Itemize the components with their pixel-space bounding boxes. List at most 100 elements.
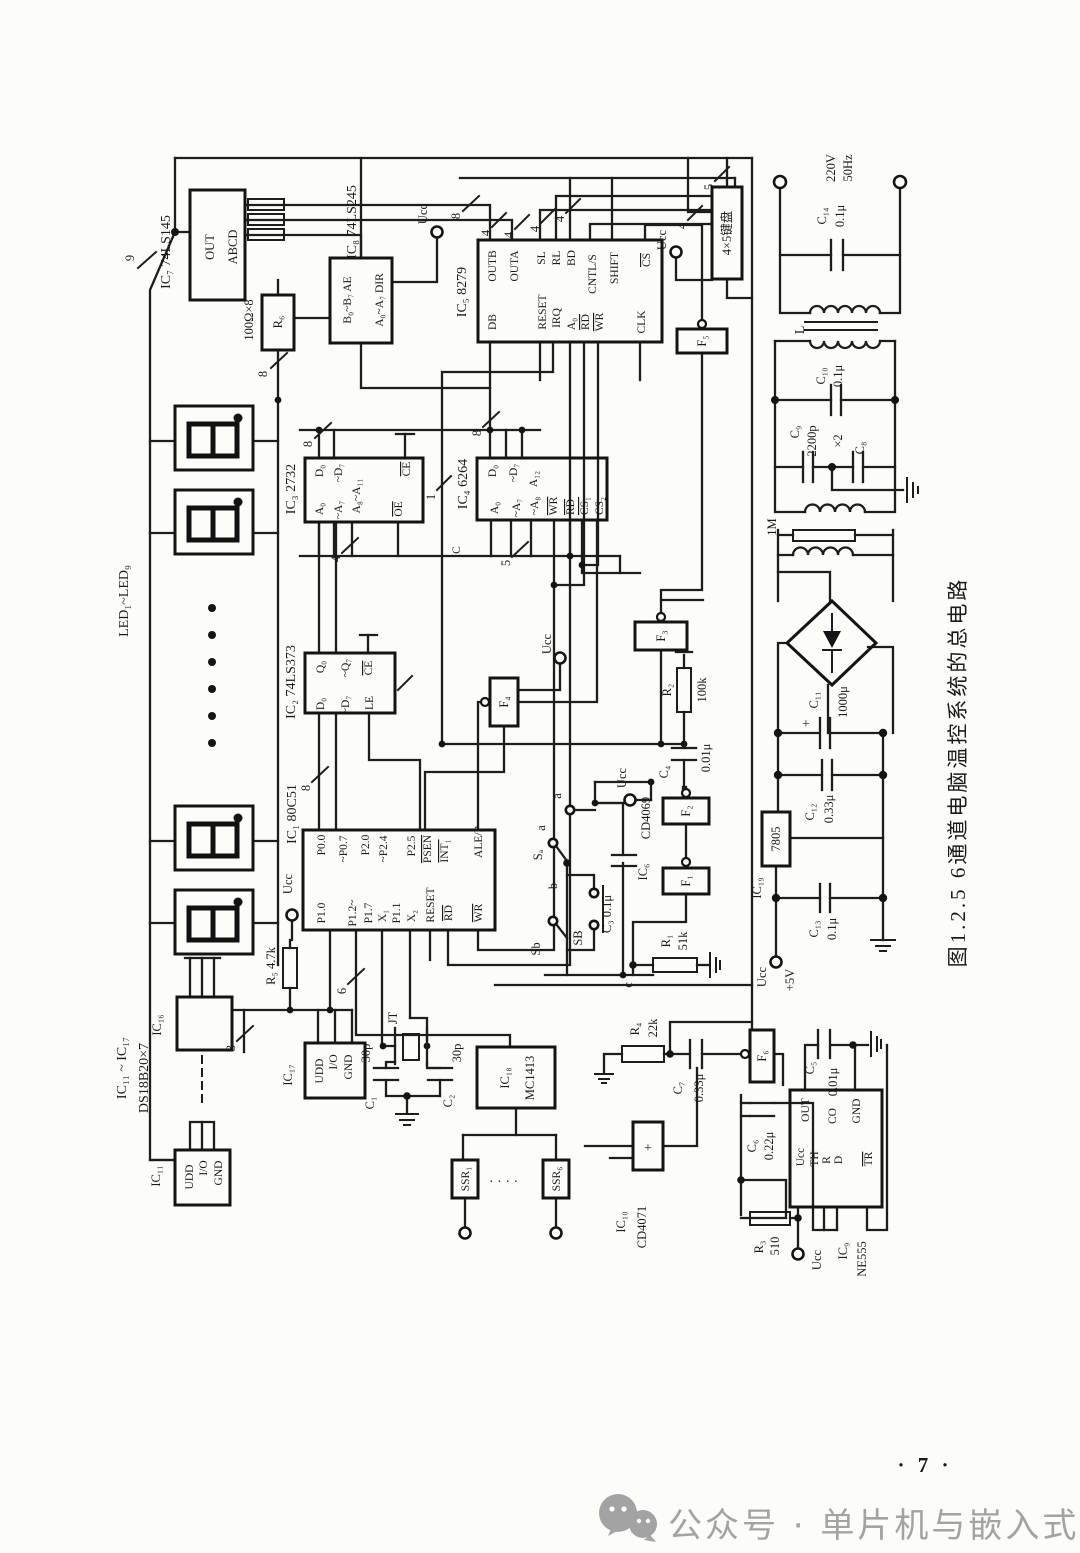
seven-seg-digit (173, 888, 255, 956)
ic5-pin: A₀ (566, 318, 578, 330)
keyboard-4x5: 4×5键盘 Ucc (655, 185, 744, 281)
c5-ref: C₅ (803, 1062, 817, 1075)
ic5-pin: CNTL/S (587, 254, 599, 294)
ucc-label: Ucc (416, 203, 430, 224)
c3-label: C₃ 0.1μ (600, 895, 614, 933)
ic1-pin: ~P0.7 (338, 835, 350, 862)
decimal-dot (233, 813, 243, 823)
r6-ref: R₆ (271, 316, 285, 329)
button-contact[interactable] (588, 887, 600, 899)
r6-network: R₆ 100Ω×8 (242, 293, 296, 352)
ic1-pin-x2: X₂ (406, 910, 418, 922)
ic18-ref: IC₁₈ (498, 1067, 512, 1088)
ic5-pin-rd: RD (580, 314, 592, 330)
ic5-pin: SL (536, 251, 548, 264)
ucc-out-terminal (769, 955, 783, 969)
gate-f2-label: F₂ (679, 805, 693, 816)
watermark-text: 公众号 · 单片机与嵌入式学堂 (668, 1506, 1080, 1546)
wechat-icon (599, 1494, 657, 1542)
ic1-pin: P0.0 (316, 834, 328, 855)
ds18b20-section: IC₁₆ UDD I/O GND IC₁₁ IC₁₁ ~ IC₁₇ DS18B2… (115, 995, 367, 1207)
c4-ref: C₄ (657, 766, 671, 779)
ucc-label: Ucc (281, 873, 295, 894)
gate-f4-label: F₄ (497, 696, 511, 707)
ic2-pin: ~Q₇ (340, 659, 352, 678)
gate-f6: F₆ (739, 1028, 776, 1084)
r5-pullup: R₅ 4.7k (264, 946, 298, 989)
ic9-ref: IC₉ (836, 1243, 850, 1260)
ic1-80c51: IC₁ 80C51 P0.0 ~P0.7 P2.0 ~P2.4 P2.5 PSE… (281, 784, 497, 932)
ic18-body (475, 1045, 557, 1110)
decimal-dot (233, 413, 243, 423)
button-contact[interactable] (588, 919, 600, 931)
ic3-pin-oe: OE (393, 501, 405, 516)
c11-value: 1000μ (836, 686, 850, 718)
ic3-pin: ~D₇ (333, 464, 345, 483)
ic3-2732: IC₃ 2732 D₀ ~D₇ CE A₀ ~A₇ A₈~A₁₁ OE (284, 456, 425, 524)
r1-value: 51k (676, 931, 690, 951)
c14-value: 0.1μ (833, 205, 847, 228)
transformer: L (793, 304, 882, 350)
ic17-pin: UDD (314, 1059, 326, 1084)
c2-ref: C₂ (441, 1095, 455, 1108)
ic4-pin-wr: WR (548, 496, 560, 515)
ic1-pin-ale: ALE/P (473, 826, 485, 858)
gate-f5: F₅ (675, 318, 729, 355)
ic5-body (476, 238, 664, 344)
bus-count: 8 (449, 213, 463, 219)
reg-ref: IC₁₉ (750, 877, 764, 898)
c13-ref: C₁₃ (807, 920, 821, 937)
c5-value: 0.01μ (826, 1067, 840, 1096)
bus-count: 4 (675, 222, 689, 229)
ic2-pin: ~D₇ (340, 696, 352, 715)
r1-ref: R₁ (659, 935, 673, 948)
ac-voltage: 220V (824, 154, 838, 182)
ic4-pin: D₀ (487, 465, 499, 477)
bus-count: 4 (553, 215, 567, 222)
switch-contact[interactable] (564, 804, 576, 816)
ic1-pin-psen: PSEN (422, 834, 434, 863)
crystal-label: JT (386, 1011, 400, 1024)
ic4-label: IC₄ 6264 (456, 459, 471, 509)
r3-ref: R₃ (752, 1241, 766, 1254)
c11-ref: C₁₁ (807, 691, 821, 708)
ucc-label: Ucc (615, 767, 629, 788)
ic5-pin: OUTA (509, 250, 521, 282)
ne555-pin: CO (827, 1108, 839, 1124)
c14-ref: C₁₄ (815, 207, 829, 224)
ic17-label: IC₁₇ (281, 1064, 295, 1085)
ic11-label: IC₁₁ (149, 1165, 163, 1186)
ic10-chip: CD4071 (635, 1206, 649, 1248)
c12-ref: C₁₂ (803, 803, 817, 820)
c13-value: 0.1μ (825, 918, 839, 941)
r3-value: 510 (768, 1237, 782, 1256)
ic5-pin-wr: WR (594, 312, 606, 331)
bus-count: 5 (702, 184, 716, 190)
ic4-pin-rd: RD (565, 499, 577, 515)
ic4-pin: ~D₇ (508, 464, 520, 483)
ssr1-body (450, 1158, 480, 1200)
ac-freq: 50Hz (841, 154, 855, 182)
r2-resistor: R₂ 100k (660, 667, 709, 713)
ne555-pin: Ucc (795, 1148, 807, 1167)
ucc-terminal (791, 1247, 805, 1261)
ic5-pin: RESET (537, 294, 549, 329)
c8-ref: C₈ (853, 442, 867, 455)
c6-value: 0.22μ (762, 1131, 776, 1160)
c6-ref: C₆ (745, 1140, 759, 1153)
ssr-ellipsis: · · · · (489, 1175, 518, 1190)
crystal-section: JT 30p C₁ 30p C₂ (359, 1011, 464, 1126)
ic7-pin-abcd: ABCD (226, 230, 240, 265)
r6-value: 100Ω×8 (242, 299, 256, 340)
switch-contact[interactable] (547, 915, 559, 927)
c1-ref: C₁ (363, 1097, 377, 1110)
ic5-pin: DB (487, 314, 499, 330)
ic1-pin: P1.1 (391, 902, 403, 923)
ic3-pin: D₀ (314, 465, 326, 477)
r5-label: R₅ 4.7k (264, 946, 278, 984)
c10-ref: C₁₀ (814, 367, 828, 384)
gate-f5-label: F₅ (695, 335, 709, 346)
bus-count: 6 (335, 988, 349, 994)
ucc-terminal (669, 245, 683, 259)
switch-contact[interactable] (547, 837, 559, 849)
